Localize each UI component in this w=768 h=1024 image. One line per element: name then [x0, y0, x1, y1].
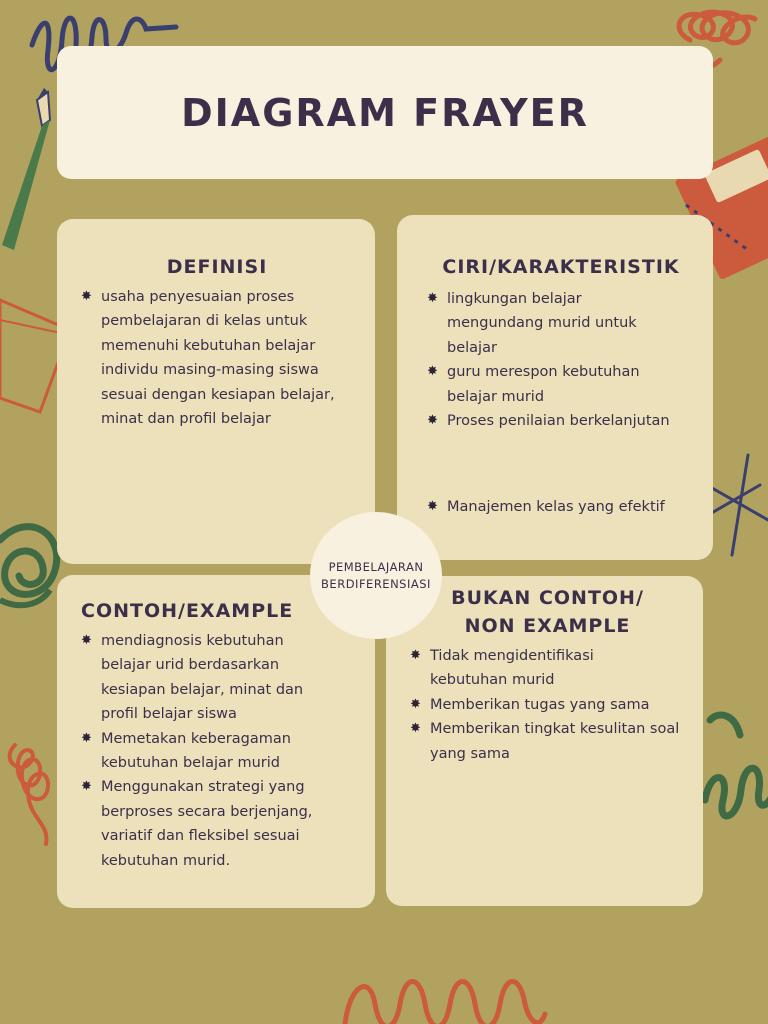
- star-bullet-icon: ✸: [427, 413, 438, 429]
- list-item: ✸Memetakan keberagaman kebutuhan belajar…: [81, 727, 355, 776]
- list-item: ✸Memberikan tingkat kesulitan soal yang …: [410, 717, 685, 766]
- star-bullet-icon: ✸: [81, 779, 92, 795]
- contoh-list: ✸mendiagnosis kebutuhan belajar urid ber…: [81, 629, 355, 873]
- bukan-contoh-heading: BUKAN CONTOH/ NON EXAMPLE: [410, 584, 685, 640]
- bukan-contoh-list: ✸Tidak mengidentifikasi kebutuhan murid …: [410, 644, 685, 766]
- bukan-contoh-card: BUKAN CONTOH/ NON EXAMPLE ✸Tidak mengide…: [386, 576, 703, 906]
- ciri-heading: CIRI/KARAKTERISTIK: [442, 256, 680, 278]
- list-item: ✸Proses penilaian berkelanjutan: [427, 409, 695, 433]
- orange-bottom-squiggle-doodle: [342, 979, 548, 1024]
- star-bullet-icon: ✸: [427, 291, 438, 306]
- star-bullet-icon: ✸: [81, 633, 92, 648]
- list-item: ✸lingkungan belajar mengundang murid unt…: [427, 287, 695, 360]
- definisi-heading: DEFINISI: [166, 256, 268, 278]
- bukan-heading-line1: BUKAN CONTOH/: [451, 587, 644, 609]
- definisi-list: ✸usaha penyesuaian proses pembelajaran d…: [81, 285, 353, 431]
- bukan-heading-line2: NON EXAMPLE: [464, 615, 631, 637]
- title-banner: DIAGRAM FRAYER: [57, 46, 713, 179]
- ciri-card: CIRI/KARAKTERISTIK ✸lingkungan belajar m…: [397, 215, 713, 560]
- list-item: ✸usaha penyesuaian proses pembelajaran d…: [81, 285, 353, 431]
- star-bullet-icon: ✸: [410, 721, 421, 737]
- green-squiggle-doodle: [701, 711, 768, 820]
- list-item: ✸Menggunakan strategi yang berproses sec…: [81, 775, 355, 873]
- center-topic-line2: BERDIFERENSIASI: [321, 576, 431, 591]
- list-item: ✸Tidak mengidentifikasi kebutuhan murid: [410, 644, 685, 693]
- orange-squiggle-doodle: [7, 743, 51, 846]
- center-topic-line1: PEMBELAJARAN: [328, 559, 424, 574]
- center-topic-circle: PEMBELAJARAN BERDIFERENSIASI: [310, 512, 442, 639]
- green-spiral-doodle: [0, 523, 61, 598]
- star-bullet-icon: ✸: [81, 289, 92, 304]
- contoh-heading: CONTOH/EXAMPLE: [81, 600, 294, 622]
- page-title: DIAGRAM FRAYER: [181, 90, 589, 135]
- definisi-card: DEFINISI ✸usaha penyesuaian proses pembe…: [57, 219, 375, 564]
- list-item: ✸Memberikan tugas yang sama: [410, 693, 685, 717]
- star-bullet-icon: ✸: [427, 364, 438, 380]
- star-bullet-icon: ✸: [410, 696, 421, 712]
- star-bullet-icon: ✸: [410, 648, 421, 663]
- pencil-icon: [2, 88, 52, 250]
- star-bullet-icon: ✸: [427, 499, 438, 515]
- ciri-list: ✸lingkungan belajar mengundang murid unt…: [427, 287, 695, 520]
- list-item: ✸Manajemen kelas yang efektif: [427, 495, 695, 519]
- list-item: ✸mendiagnosis kebutuhan belajar urid ber…: [81, 629, 355, 727]
- list-item: ✸guru merespon kebutuhan belajar murid: [427, 360, 695, 409]
- contoh-card: CONTOH/EXAMPLE ✸mendiagnosis kebutuhan b…: [57, 575, 375, 908]
- star-bullet-icon: ✸: [81, 730, 92, 746]
